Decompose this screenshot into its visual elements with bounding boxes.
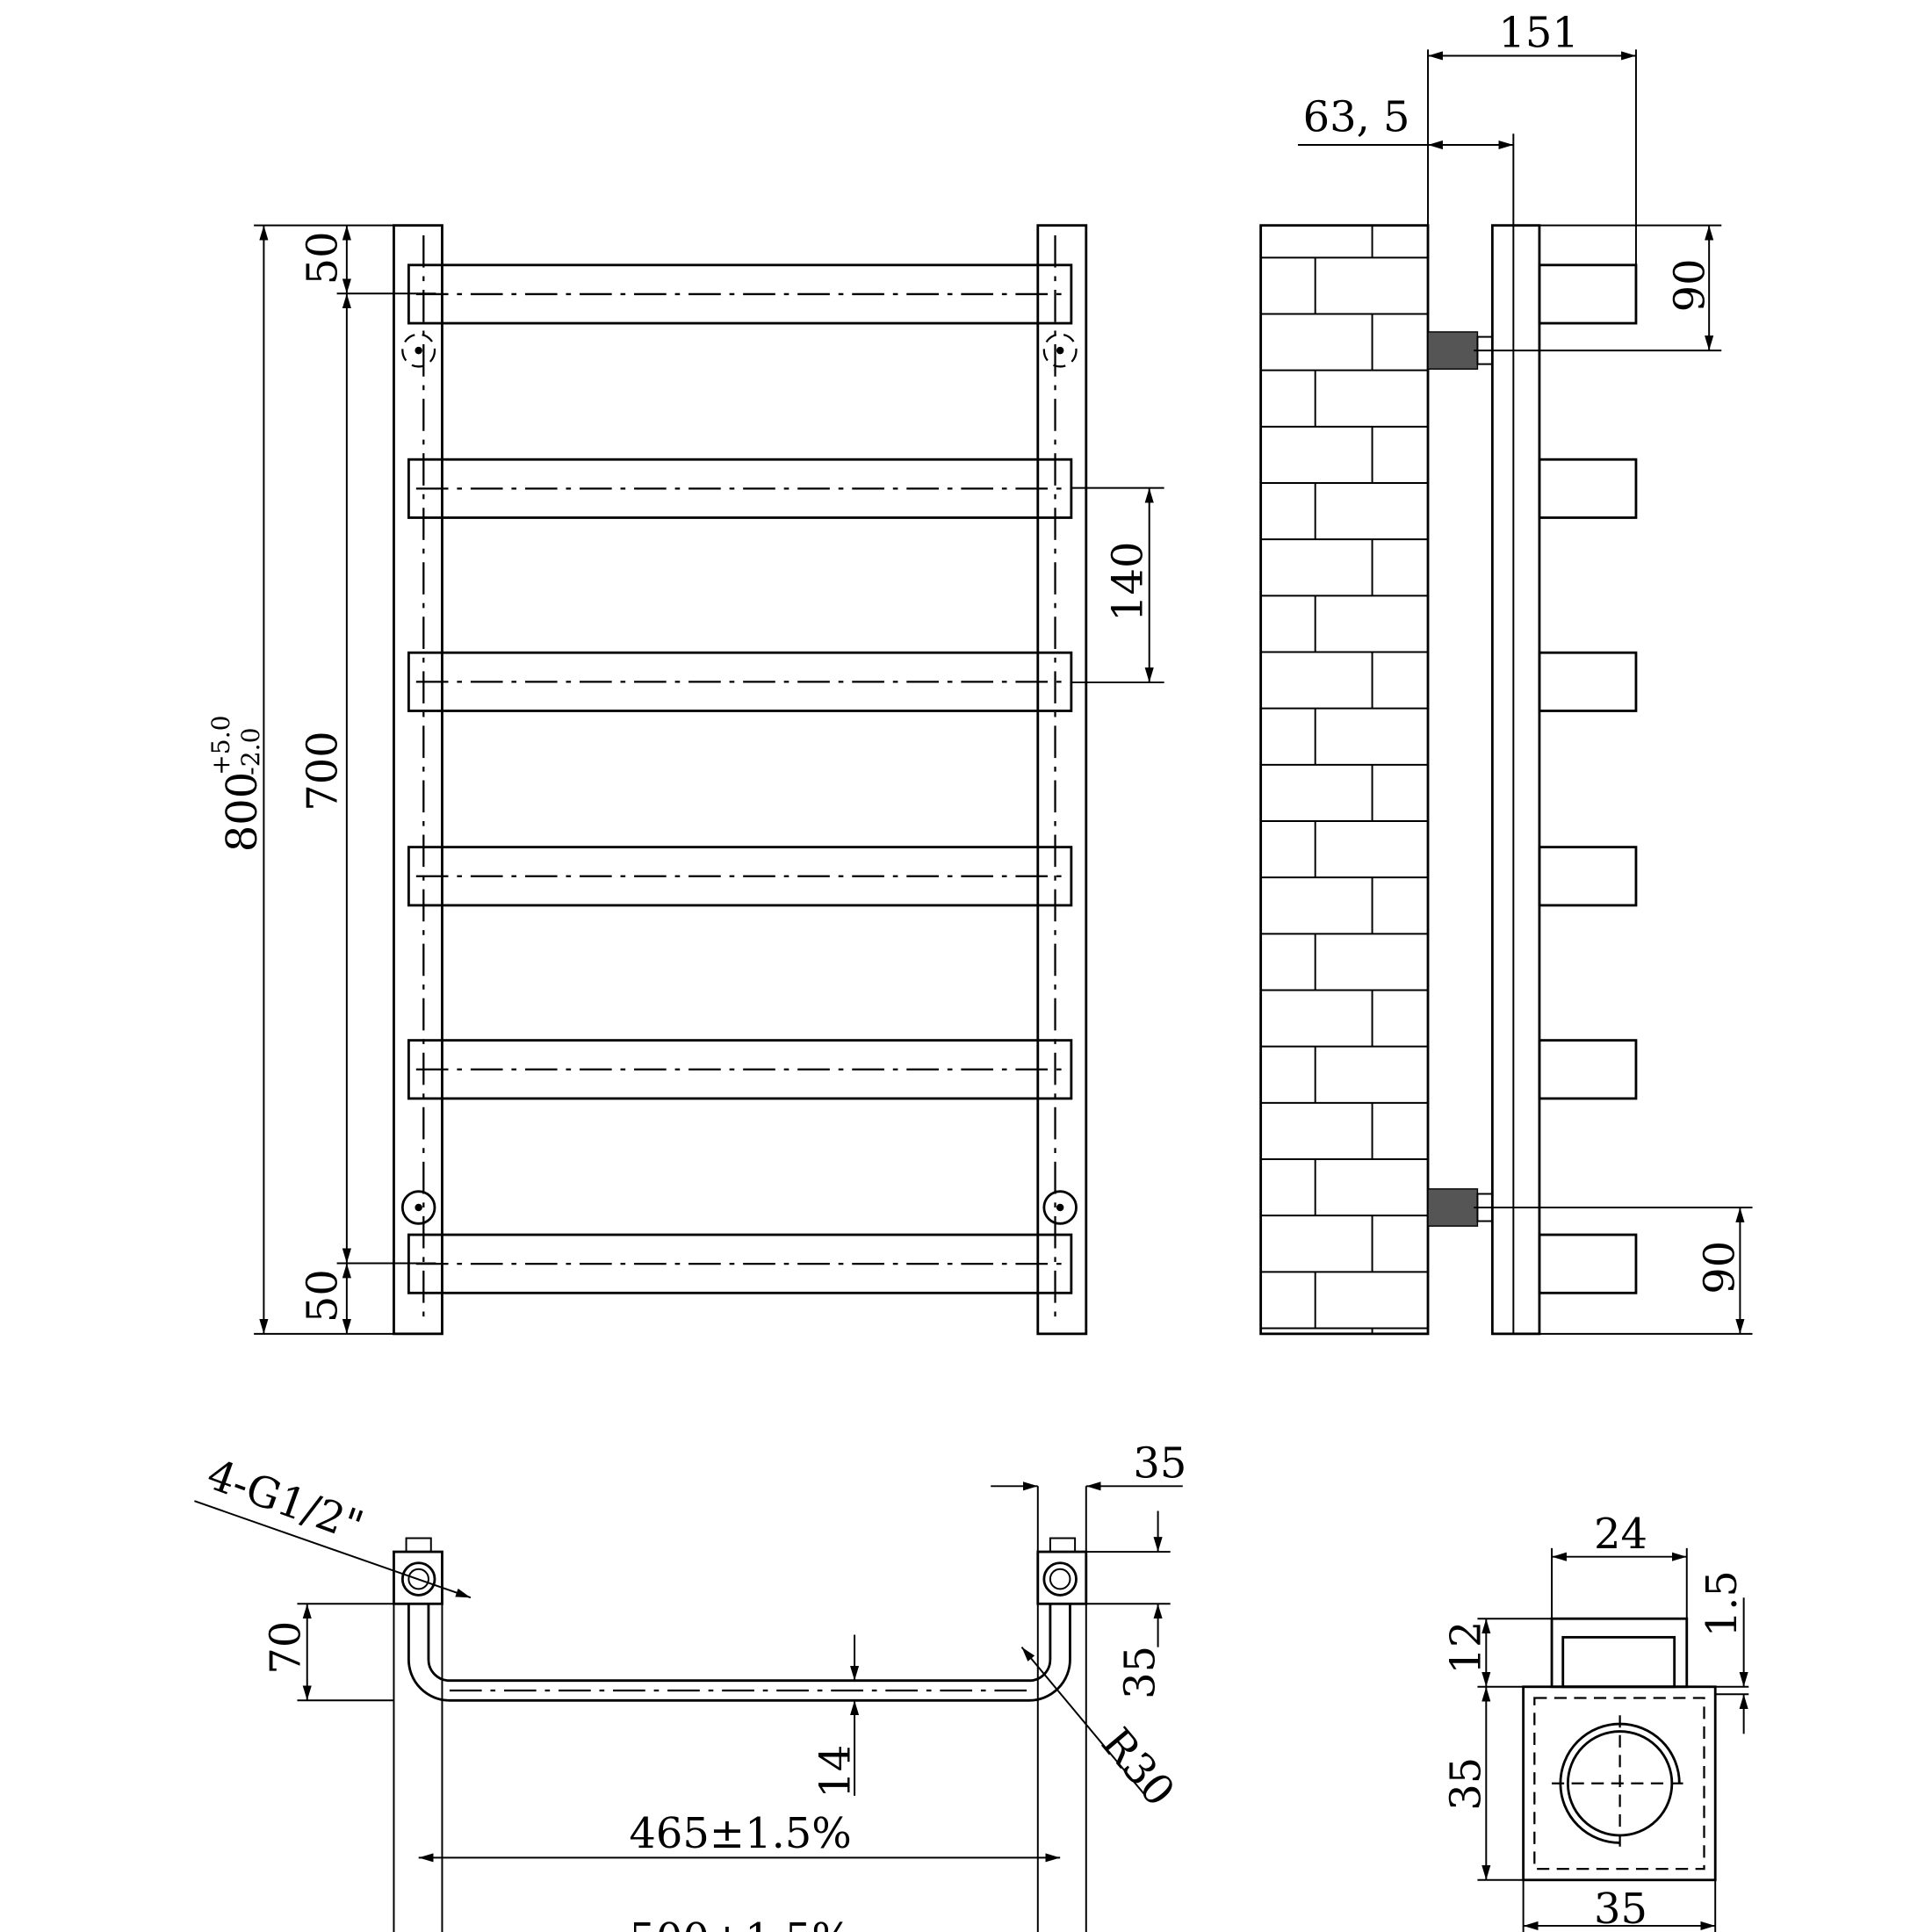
thread-label: 4-G1/2" [201,1451,370,1552]
section-view: 24 12 35 1.5 35 [1442,1510,1749,1932]
top-width-label: 24 [1594,1510,1647,1559]
wall-bracket-bottom [1427,1188,1494,1227]
pipe-offset-label: 70 [262,1621,310,1675]
bar-profile [1538,1233,1638,1294]
wall-offset-label: 63, 5 [1303,93,1410,141]
overall-width-label: 500±1.5% [629,1915,851,1932]
towel-bar [407,1039,1073,1100]
wall [1259,224,1430,1336]
post-side [1490,224,1541,1336]
top-offset-label: 50 [299,231,348,285]
width-label: 35 [1594,1885,1647,1932]
side-view: 151 63, 5 90 90 [1259,10,1753,1336]
towel-bars [407,263,1073,1294]
top-bracket-offset-label: 90 [1667,258,1715,312]
center-width-label: 465±1.5% [629,1810,851,1858]
wall-thickness-label: 1.5 [1698,1570,1747,1637]
bottom-bracket-offset-label: 90 [1696,1241,1744,1294]
pipe-diameter-label: 14 [811,1745,860,1799]
svg-text:-2.0: -2.0 [236,727,265,775]
connector-offset-label: 35 [1116,1646,1164,1699]
bar-profile [1538,846,1638,907]
bar-profiles [1538,263,1638,1294]
post-width-label: 35 [1133,1439,1186,1488]
u-pipe [407,1604,1071,1702]
svg-text:+5.0: +5.0 [206,715,235,775]
height-dimension: 800 +5.0 -2.0 [206,715,267,852]
top-height-label: 12 [1442,1621,1490,1675]
right-post [1036,224,1088,1336]
depth-label: 151 [1498,10,1579,58]
front-view: 800 +5.0 -2.0 700 50 50 140 [206,224,1164,1336]
bar-profile [1538,651,1638,712]
svg-text:800: 800 [219,772,267,853]
center-distance-label: 700 [299,731,348,811]
bar-profile [1538,263,1638,325]
wall-bracket-top [1427,331,1494,370]
height-label: 35 [1442,1757,1490,1811]
left-post [393,224,443,1336]
bar-profile [1538,458,1638,519]
bottom-offset-label: 50 [299,1269,348,1323]
bar-profile [1538,1039,1638,1100]
brick-pattern [1260,225,1429,1334]
towel-bar [407,846,1073,907]
fixing-points [400,333,1078,1225]
bend-radius-label: R30 [1092,1719,1184,1816]
bar-pitch-label: 140 [1104,541,1152,622]
bottom-view: 4-G1/2" 35 35 70 14 R30 465±1.5% 500±1.5… [194,1439,1186,1932]
